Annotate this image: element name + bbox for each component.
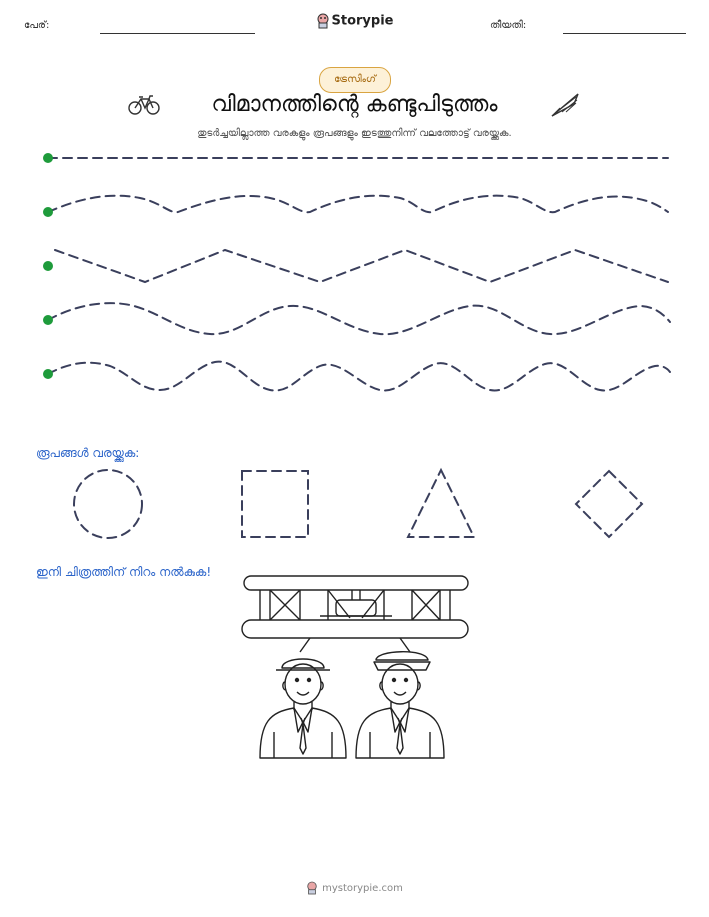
trace-start-dot-2 <box>43 207 53 217</box>
tracing-lines <box>43 153 671 392</box>
trace-start-dot-1 <box>43 153 53 163</box>
wright-brothers-illustration <box>241 575 469 759</box>
trace-line-zigzag <box>54 248 669 284</box>
trace-start-dot-4 <box>43 315 53 325</box>
brand-name: Storypie <box>331 13 394 29</box>
trace-line-wave-2 <box>47 302 671 336</box>
trace-start-dot-5 <box>43 369 53 379</box>
footer: mystorypie.com <box>0 881 709 895</box>
circle-shape <box>73 469 143 539</box>
bicycle-icon <box>128 94 160 116</box>
name-field-line[interactable] <box>100 33 255 34</box>
square-shape <box>241 470 309 538</box>
date-field-line[interactable] <box>563 33 686 34</box>
trace-line-wave-3 <box>47 360 671 392</box>
trace-start-dot-3 <box>43 261 53 271</box>
instruction-text: തുടർച്ചയില്ലാത്ത വരകളും രൂപങ്ങളും ഇടത്തു… <box>197 128 512 139</box>
tracing-badge: ട്രേസിംഗ് <box>319 67 391 93</box>
shapes-heading: രൂപങ്ങൾ വരയ്ക്കുക: <box>36 446 140 460</box>
shape-tracing <box>73 467 644 539</box>
footer-url[interactable]: mystorypie.com <box>322 883 403 894</box>
kite-icon <box>548 90 582 120</box>
name-label: പേര്: <box>24 20 50 31</box>
brand: Storypie <box>0 13 709 29</box>
diamond-shape <box>574 469 644 539</box>
page-title: വിമാനത്തിന്റെ കണ്ടുപിടുത്തം <box>211 92 498 117</box>
triangle-shape <box>406 467 476 538</box>
trace-line-wave-1 <box>47 194 669 214</box>
coloring-heading: ഇനി ചിത്രത്തിന് നിറം നൽകുക! <box>36 565 212 579</box>
date-label: തീയതി: <box>490 20 527 31</box>
storypie-logo-icon <box>316 13 330 29</box>
storypie-logo-icon <box>306 881 318 895</box>
